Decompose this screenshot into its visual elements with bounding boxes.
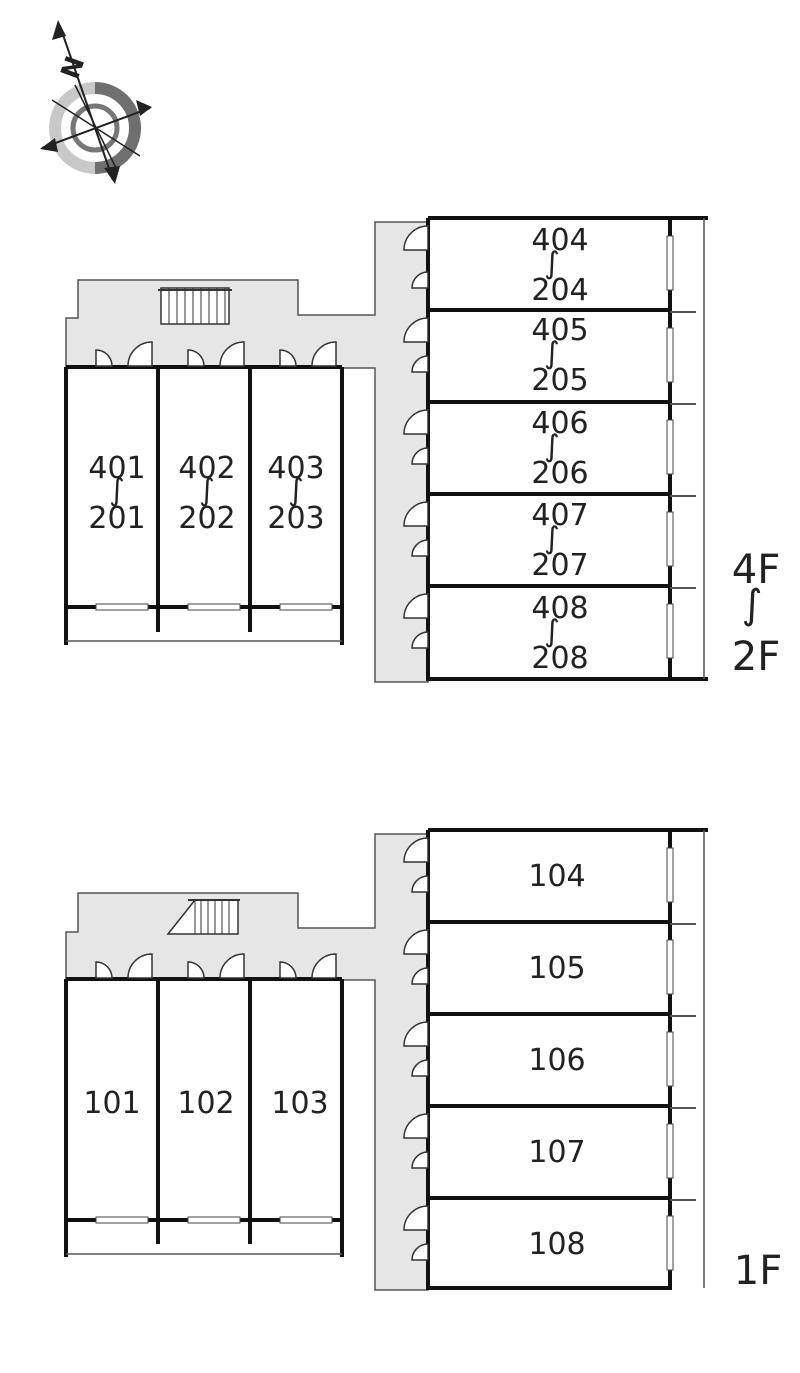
unit-number-lower: 207 — [531, 548, 588, 583]
range-tilde-icon: ∫ — [544, 614, 560, 649]
range-tilde-icon: ∫ — [742, 582, 763, 628]
unit-number-lower: 208 — [531, 641, 588, 676]
unit-number-lower: 202 — [178, 501, 235, 536]
unit-103: 103 — [271, 1086, 328, 1121]
unit-104: 104 — [528, 859, 585, 894]
lower-corridor — [65, 833, 429, 1291]
unit-108: 108 — [528, 1227, 585, 1262]
range-tilde-icon: ∫ — [544, 521, 560, 556]
unit-405-205: 405 ∫ 205 — [531, 313, 588, 398]
unit-403-203: 403 ∫ 203 — [267, 451, 324, 536]
north-label: N — [56, 52, 92, 83]
unit-406-206: 406 ∫ 206 — [531, 406, 588, 491]
floor-label-bottom: 2F — [732, 634, 780, 680]
unit-107: 107 — [528, 1135, 585, 1170]
unit-number-upper: 402 — [178, 451, 235, 486]
unit-number-upper: 403 — [267, 451, 324, 486]
unit-number-upper: 401 — [88, 451, 145, 486]
upper-corridor — [65, 221, 429, 683]
unit-number-lower: 206 — [531, 456, 588, 491]
range-tilde-icon: ∫ — [544, 429, 560, 464]
unit-404-204: 404 ∫ 204 — [531, 223, 588, 308]
lower-stairs-icon — [166, 899, 240, 935]
upper-floor-label: 4F ∫ 2F — [732, 547, 780, 680]
floor-label-top: 4F — [732, 547, 780, 593]
unit-102: 102 — [177, 1086, 234, 1121]
unit-number-upper: 407 — [531, 498, 588, 533]
range-tilde-icon: ∫ — [544, 246, 560, 281]
unit-106: 106 — [528, 1043, 585, 1078]
unit-number-upper: 404 — [531, 223, 588, 258]
unit-number-upper: 405 — [531, 313, 588, 348]
unit-number-upper: 406 — [531, 406, 588, 441]
lower-floor-label: 1F — [734, 1248, 782, 1294]
unit-401-201: 401 ∫ 201 — [88, 451, 145, 536]
unit-number-upper: 408 — [531, 591, 588, 626]
range-tilde-icon: ∫ — [199, 473, 215, 508]
unit-number-lower: 205 — [531, 363, 588, 398]
range-tilde-icon: ∫ — [288, 473, 304, 508]
unit-number-lower: 201 — [88, 501, 145, 536]
unit-number-lower: 203 — [267, 501, 324, 536]
upper-floor-plan: 401 ∫ 201 402 ∫ 202 403 ∫ 203 404 ∫ 204 … — [64, 216, 780, 683]
lower-floor-plan: 101 102 103 104 105 106 107 108 1F — [64, 828, 782, 1294]
unit-408-208: 408 ∫ 208 — [531, 591, 588, 676]
unit-402-202: 402 ∫ 202 — [178, 451, 235, 536]
unit-number-lower: 204 — [531, 273, 588, 308]
range-tilde-icon: ∫ — [109, 473, 125, 508]
unit-101: 101 — [83, 1086, 140, 1121]
unit-105: 105 — [528, 951, 585, 986]
upper-stairs-icon — [158, 287, 232, 325]
compass-icon: N — [40, 20, 152, 184]
unit-407-207: 407 ∫ 207 — [531, 498, 588, 583]
range-tilde-icon: ∫ — [544, 336, 560, 371]
